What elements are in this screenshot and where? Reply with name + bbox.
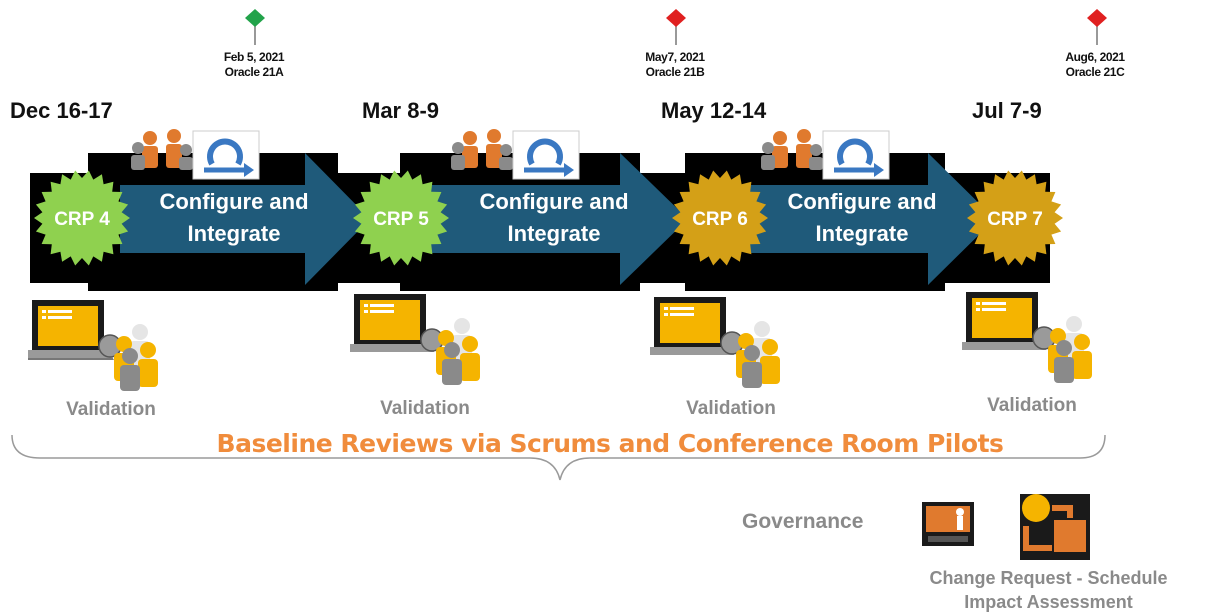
- date-label-crp5: Mar 8-9: [362, 98, 440, 123]
- crp-7-label: CRP 7: [987, 209, 1043, 230]
- scrum-team-icon: [451, 129, 513, 170]
- phase-2-line2: Integrate: [508, 221, 601, 246]
- cycle-icon: [822, 130, 890, 180]
- date-label-crp4: Dec 16-17: [10, 98, 113, 123]
- milestone-label-21a: Feb 5, 2021 Oracle 21A: [223, 50, 285, 79]
- validation-laptop-team-icon: [350, 294, 480, 385]
- date-label-crp7: Jul 7-9: [972, 98, 1042, 123]
- crp-4-label: CRP 4: [54, 209, 110, 230]
- phase-1-line1: Configure and: [159, 189, 308, 214]
- crp-5-label: CRP 5: [373, 209, 429, 230]
- presentation-board-icon: [922, 502, 974, 546]
- phase-2-line1: Configure and: [479, 189, 628, 214]
- cycle-icon: [512, 130, 580, 180]
- phase-arrow-3: [750, 153, 995, 285]
- crp-5-starburst: [353, 170, 449, 266]
- phase-3-line1: Configure and: [787, 189, 936, 214]
- milestone-flag-green-icon: [245, 9, 265, 45]
- phase-arrow-1: [120, 153, 370, 285]
- crp-6-label: CRP 6: [692, 209, 748, 230]
- milestone-label-21b: May7, 2021 Oracle 21B: [645, 50, 705, 79]
- cycle-icon: [192, 130, 260, 180]
- validation-laptop-team-icon: [650, 297, 780, 388]
- validation-laptop-team-icon: [962, 292, 1092, 383]
- date-label-crp6: May 12-14: [661, 98, 767, 123]
- validation-laptop-team-icon: [28, 300, 158, 391]
- validation-label-3: Validation: [686, 398, 776, 419]
- crp-7-starburst: [967, 170, 1063, 266]
- milestone-label-21c: Aug6, 2021 Oracle 21C: [1065, 50, 1125, 79]
- phase-3-line2: Integrate: [816, 221, 909, 246]
- crp-4-starburst: [34, 170, 130, 266]
- validation-label-2: Validation: [380, 398, 470, 419]
- phase-arrow-2: [430, 153, 688, 285]
- phase-1-line2: Integrate: [188, 221, 281, 246]
- milestone-flag-red-icon: [666, 9, 686, 45]
- scrum-team-icon: [761, 129, 823, 170]
- governance-label: Governance: [742, 510, 864, 533]
- change-request-label: Change Request - Schedule Impact Assessm…: [929, 568, 1168, 612]
- change-request-icon: [1020, 494, 1090, 560]
- curly-brace: [11, 434, 1106, 481]
- validation-label-4: Validation: [987, 395, 1077, 416]
- timeline-band: Configure and Integrate Configure and In…: [30, 153, 1063, 291]
- scrum-team-icon: [131, 129, 193, 170]
- baseline-reviews-title: Baseline Reviews via Scrums and Conferen…: [216, 429, 1004, 458]
- crp-6-starburst: [672, 170, 768, 266]
- milestone-flag-red-icon: [1087, 9, 1107, 45]
- validation-label-1: Validation: [66, 399, 156, 420]
